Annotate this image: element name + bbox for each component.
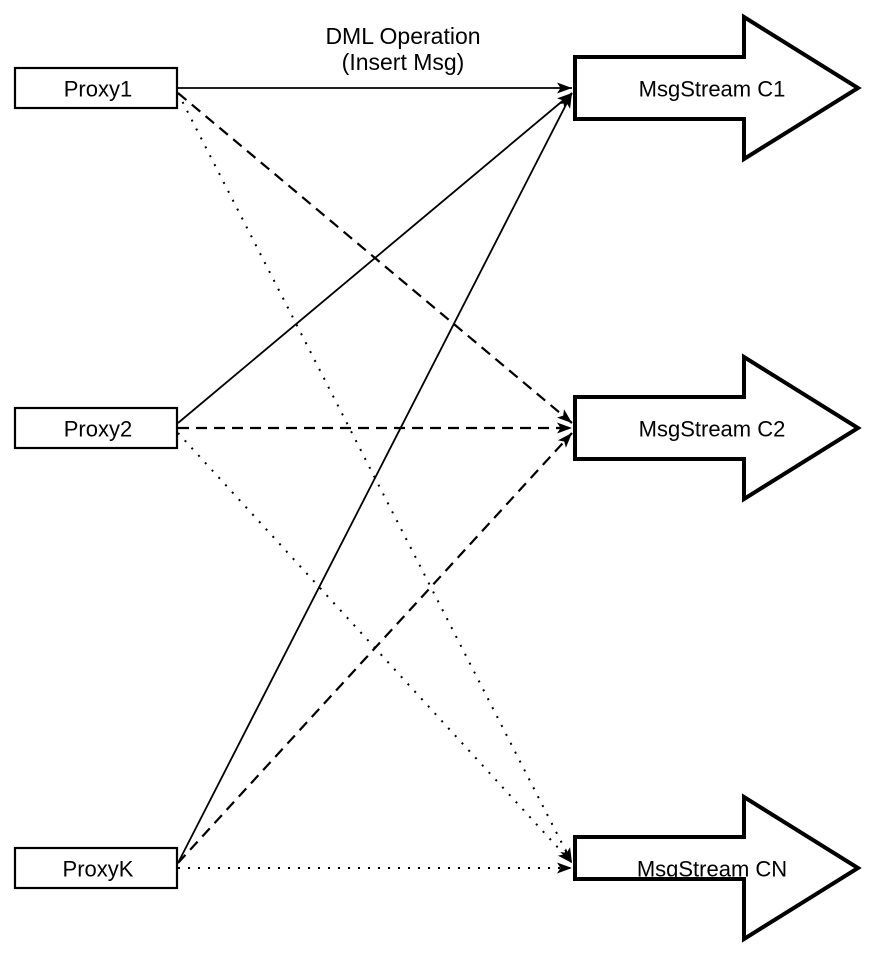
stream-node-cn: MsgStream CN [573,793,862,943]
proxy1-box [13,66,179,110]
msgstream-c2-arrow-icon [573,353,862,503]
edge-proxy1-to-c2 [177,92,573,424]
edge-layer [177,82,573,874]
stream-node-c1: MsgStream C1 [573,13,862,163]
proxy-node-proxy2: Proxy2 [13,406,179,450]
msgstream-cn-label: MsgStream CN [637,857,787,882]
proxy-node-proxy1: Proxy1 [13,66,179,110]
msgstream-c1-arrow-icon [573,13,862,163]
diagram-title-line2: (Insert Msg) [342,49,465,75]
diagram-title-line1: DML Operation [325,23,480,49]
stream-node-c2: MsgStream C2 [573,353,862,503]
proxy1-label: Proxy1 [64,77,132,102]
proxy2-label: Proxy2 [64,417,132,442]
edge-proxyk-to-c1 [177,92,573,864]
msgstream-cn-arrow-icon [573,793,862,943]
proxyk-label: ProxyK [63,857,134,882]
msgstream-c2-label: MsgStream C2 [639,417,786,442]
proxy2-box [13,406,179,450]
proxy-node-proxyk: ProxyK [13,846,179,890]
proxyk-box [13,846,179,890]
edge-proxy2-to-cn [177,432,573,864]
msgstream-c1-label: MsgStream C1 [639,77,786,102]
edge-proxy1-to-cn [177,92,573,864]
